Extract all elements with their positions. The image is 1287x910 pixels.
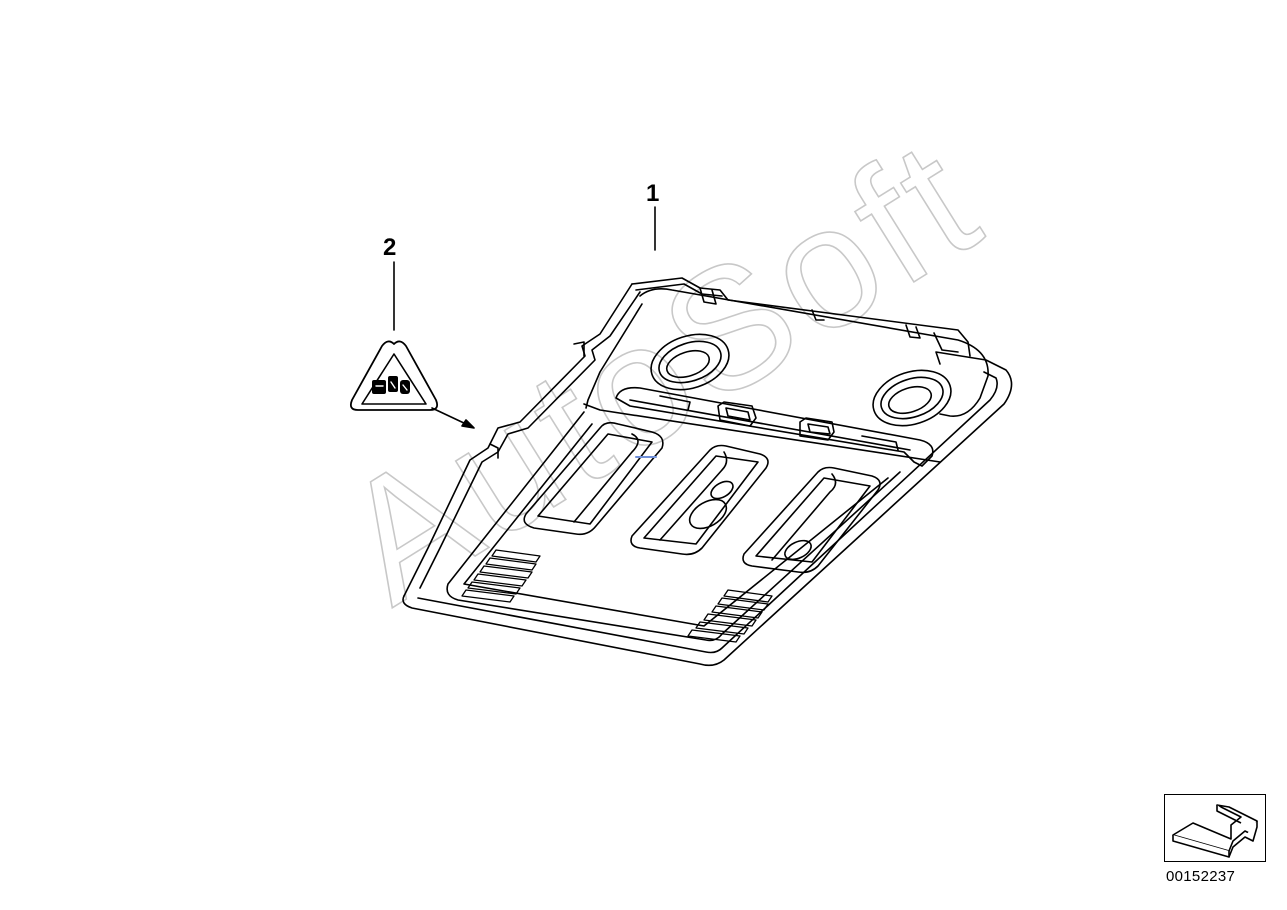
orientation-arrow-icon	[1172, 804, 1258, 858]
diagram-reference-number: 00152237	[1166, 868, 1236, 885]
callout-number-1: 1	[646, 180, 660, 207]
orientation-box	[1164, 794, 1266, 862]
label-arrow	[431, 407, 475, 429]
warning-triangle-icon	[349, 340, 439, 411]
callout-number-2: 2	[383, 234, 397, 261]
warning-label-part	[349, 261, 475, 429]
speaker-grille-right	[687, 589, 773, 643]
roof-console-part	[402, 206, 1013, 667]
speaker-grille-left	[461, 549, 541, 603]
